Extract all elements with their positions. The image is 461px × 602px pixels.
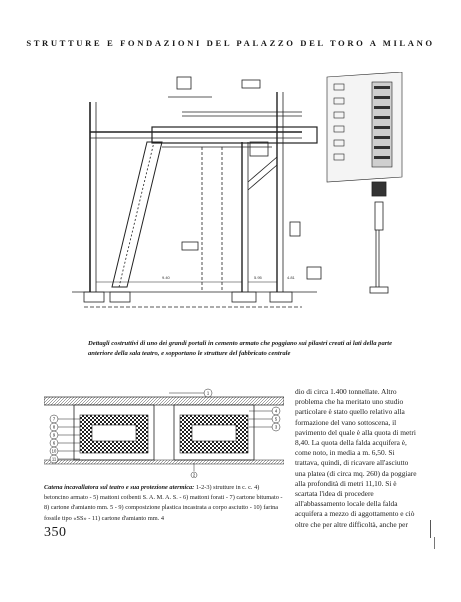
dimension-label-3: 4.81 xyxy=(287,275,296,280)
callout-9: 9 xyxy=(53,433,56,438)
callout-4: 4 xyxy=(275,409,278,414)
margin-mark xyxy=(430,520,431,538)
figure-caption-top: Dettagli costruttivi di uno dei grandi p… xyxy=(88,340,393,357)
caption-left-body: 1-2-3) strutture in c. c. 4) betoncino a… xyxy=(44,484,283,522)
callout-8: 8 xyxy=(53,425,56,430)
roof-truss-section-drawing: 1 7 8 9 6 10 11 4 5 3 2 xyxy=(44,388,284,478)
callout-2: 2 xyxy=(193,473,196,478)
margin-mark xyxy=(434,537,435,549)
portal-structure-drawing: 9.40 5.95 4.81 xyxy=(72,72,403,308)
callout-6: 6 xyxy=(53,441,56,446)
dimension-label-1: 9.40 xyxy=(162,275,171,280)
body-paragraph: dio di circa 1.400 tonnellate. Altro pro… xyxy=(295,387,417,529)
caption-left-title: Catena incavallatora sul teatro e sua pr… xyxy=(44,484,195,491)
callout-1: 1 xyxy=(207,391,210,396)
callout-3: 3 xyxy=(275,425,278,430)
figure-caption-left: Catena incavallatora sul teatro e sua pr… xyxy=(44,483,284,524)
callout-7: 7 xyxy=(53,417,56,422)
callout-10: 10 xyxy=(52,449,57,454)
callout-5: 5 xyxy=(275,417,278,422)
callout-11: 11 xyxy=(52,457,57,462)
dimension-label-2: 5.95 xyxy=(254,275,263,280)
running-header: STRUTTURE E FONDAZIONI DEL PALAZZO DEL T… xyxy=(26,38,435,48)
page-number: 350 xyxy=(44,525,67,540)
